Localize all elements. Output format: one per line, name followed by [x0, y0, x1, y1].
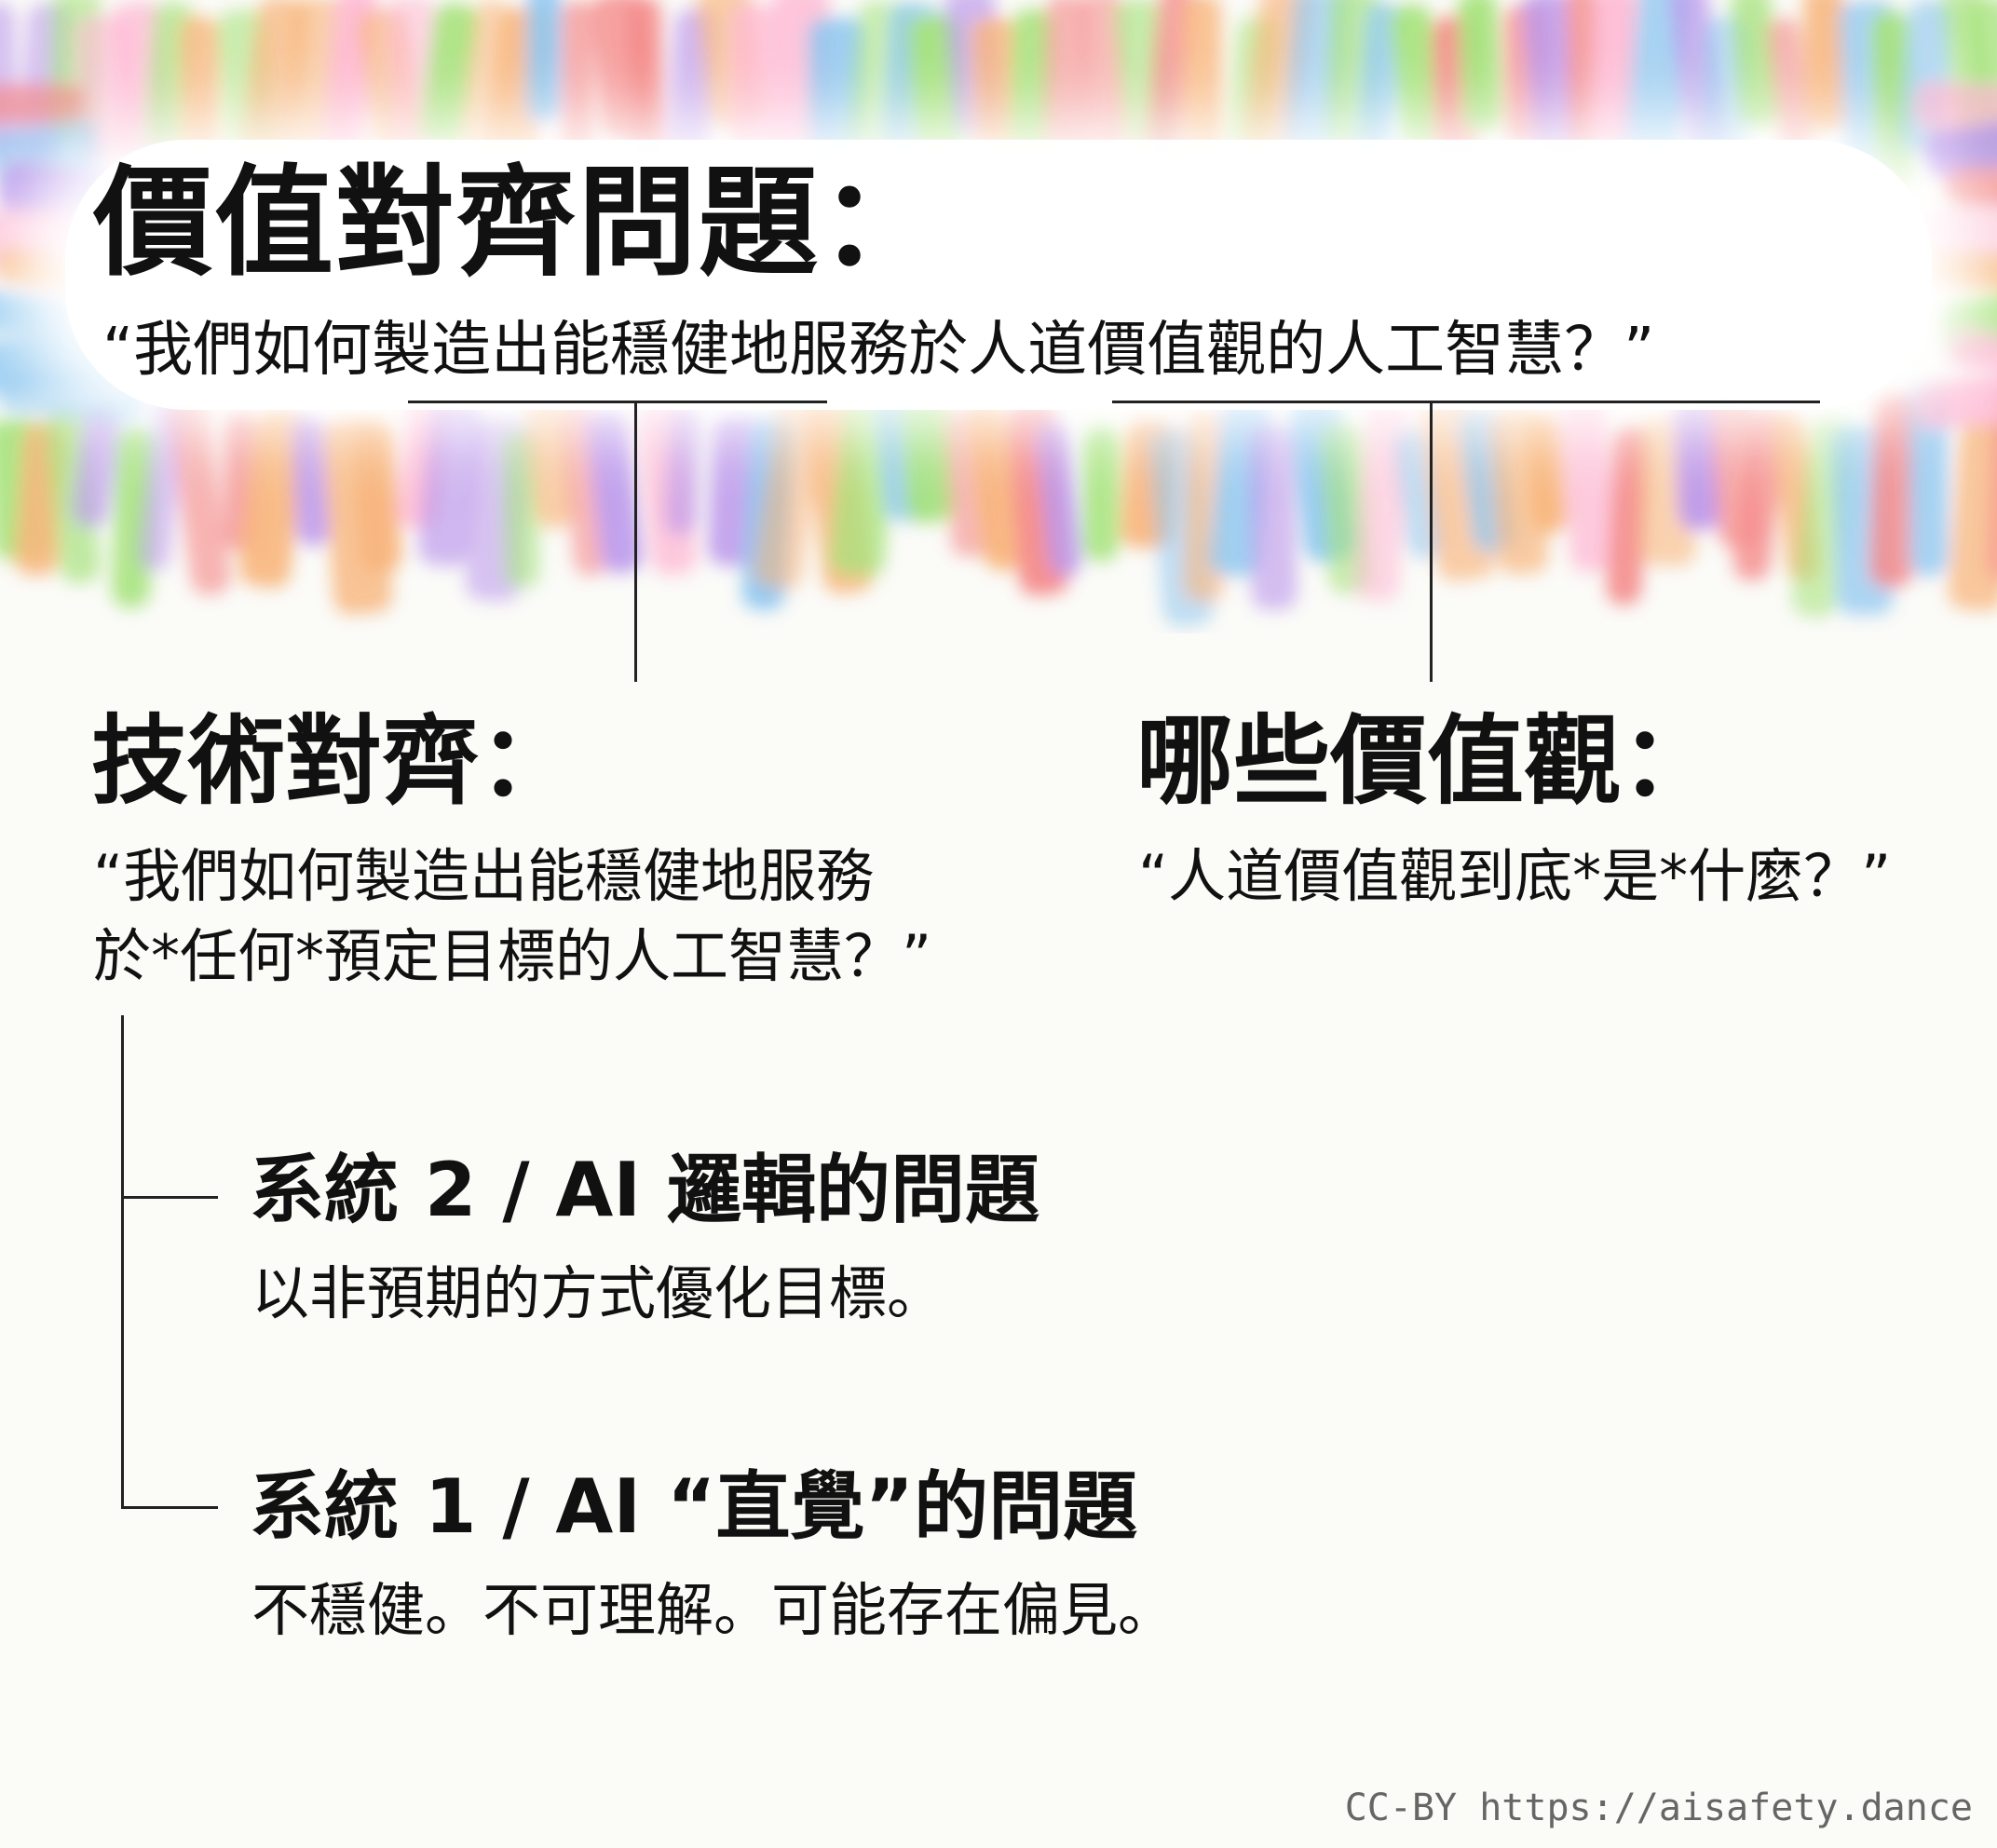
- tree-branch-system1: [121, 1506, 218, 1509]
- technical-question-line-2: 於*任何*預定目標的人工智慧？”: [93, 921, 932, 990]
- connector-values: [1430, 402, 1433, 682]
- page-title: 價值對齊問題：: [93, 154, 942, 292]
- system2-description: 以非預期的方式優化目標。: [251, 1259, 945, 1327]
- which-values-question: “人道價值觀到底*是*什麼？”: [1138, 842, 1892, 910]
- technical-question-line-1: “我們如何製造出能穩健地服務: [93, 842, 875, 910]
- system2-title: 系統 2 / AI 邏輯的問題: [250, 1147, 1039, 1233]
- credit-link[interactable]: CC-BY https://aisafety.dance: [1344, 1787, 1973, 1829]
- underline-human-values: [1112, 401, 1820, 403]
- underline-robustly-serve: [408, 401, 827, 403]
- main-question: “我們如何製造出能穩健地服務於人道價值觀的人工智慧？”: [102, 316, 1655, 385]
- system1-description: 不穩健。不可理解。可能存在偏見。: [251, 1576, 1176, 1644]
- which-values-title: 哪些價值觀：: [1136, 704, 1719, 818]
- tree-trunk: [121, 1015, 124, 1509]
- tree-branch-system2: [121, 1196, 218, 1199]
- connector-technical: [634, 402, 637, 682]
- technical-alignment-title: 技術對齊：: [91, 704, 577, 818]
- technical-alignment-question: “我們如何製造出能穩健地服務 於*任何*預定目標的人工智慧？”: [93, 836, 931, 996]
- system1-title: 系統 1 / AI “直覺”的問題: [250, 1463, 1138, 1550]
- watercolor-banner-background: [0, 0, 1997, 627]
